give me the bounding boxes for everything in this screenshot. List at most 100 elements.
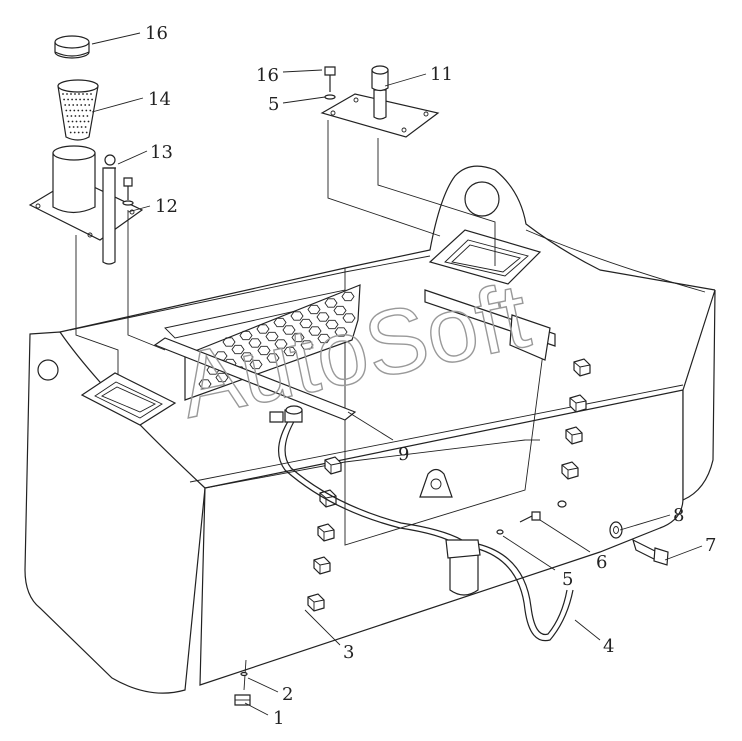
callout-13: 13 — [150, 142, 173, 163]
basket-hole — [78, 93, 80, 95]
callout-16: 16 — [256, 65, 279, 86]
basket-hole — [81, 109, 84, 112]
basket-hole — [88, 104, 91, 106]
perforation-hole — [283, 346, 297, 357]
basket-hole — [82, 115, 85, 117]
callout-9: 9 — [398, 444, 409, 465]
callout-4: 4 — [603, 636, 614, 657]
perforation-hole — [214, 351, 228, 361]
basket-hole — [83, 98, 85, 101]
hex-bolt — [569, 394, 587, 413]
basket-hole — [83, 120, 86, 123]
leader-lines — [91, 32, 703, 716]
basket-hole — [67, 98, 69, 101]
perforation-hole — [231, 344, 245, 355]
perforation-hole — [300, 340, 314, 350]
basket-hole — [67, 120, 70, 123]
basket-hole — [79, 120, 82, 123]
perforation-hole — [307, 304, 321, 315]
callout-5-top: 5 — [268, 94, 279, 115]
basket-hole — [71, 120, 74, 123]
basket-hole — [76, 104, 79, 106]
basket-hole — [80, 126, 83, 128]
perforation-hole — [215, 372, 229, 383]
basket-hole — [87, 120, 90, 123]
perforation-hole — [239, 330, 253, 341]
perforation-hole — [257, 345, 271, 356]
basket-hole — [65, 109, 68, 112]
callout-8: 8 — [673, 505, 684, 526]
basket-hole — [86, 115, 89, 117]
perforation-hole — [308, 326, 322, 336]
hex-bolt — [307, 593, 325, 612]
hex-bolt — [573, 358, 591, 377]
basket-hole — [68, 126, 71, 128]
perforation-hole — [317, 333, 331, 344]
perforation-hole — [266, 353, 280, 363]
basket-hole — [66, 93, 68, 95]
callout-7: 7 — [705, 535, 716, 556]
basket-hole — [73, 131, 76, 134]
perforation-hole — [291, 332, 305, 343]
basket-hole — [81, 131, 84, 134]
basket-hole — [72, 104, 75, 106]
perforation-hole — [341, 291, 355, 302]
callout-2: 2 — [282, 684, 293, 705]
perforation-hole — [333, 305, 347, 316]
basket-hole — [68, 104, 71, 106]
callout-11: 11 — [430, 64, 453, 85]
basket-hole — [74, 93, 76, 95]
hex-bolt — [561, 461, 579, 480]
mount-bolt — [609, 521, 669, 566]
basket-hole — [62, 93, 64, 95]
basket-hole — [87, 98, 89, 101]
perforation-hole — [222, 337, 236, 347]
bolt-row-front — [307, 456, 342, 612]
basket-hole — [71, 98, 73, 101]
perforation-hole — [249, 359, 263, 370]
hex-bolt — [565, 426, 583, 445]
basket-hole — [84, 104, 87, 106]
filler-assembly — [28, 35, 166, 375]
basket-hole — [89, 109, 92, 112]
basket-hole — [70, 93, 72, 95]
perforation-hole — [325, 319, 339, 330]
basket-hole — [85, 131, 88, 134]
perforation-hole — [248, 338, 262, 348]
top-opening-right — [428, 229, 542, 285]
basket-hole — [91, 98, 93, 101]
fuel-line — [269, 405, 574, 642]
basket-hole — [69, 109, 72, 112]
basket-hole — [78, 115, 81, 117]
callout-5-bottom: 5 — [562, 569, 573, 590]
perforation-hole — [282, 325, 296, 335]
basket-hole — [72, 126, 75, 128]
callout-3: 3 — [343, 642, 354, 663]
perforation-hole — [316, 312, 330, 322]
basket-hole — [66, 115, 69, 117]
basket-hole — [63, 98, 65, 101]
perforation-hole — [273, 317, 287, 328]
basket-hole — [90, 93, 92, 95]
perforation-hole — [240, 352, 254, 362]
top-opening-left — [80, 372, 177, 426]
basket-hole — [79, 98, 81, 101]
tank-body — [24, 165, 716, 694]
basket-hole — [75, 98, 77, 101]
basket-hole — [77, 109, 80, 112]
callout-labels: 16 14 13 12 16 5 11 9 3 2 1 5 6 4 8 7 — [145, 23, 716, 729]
perforation-hole — [256, 324, 270, 334]
basket-hole — [77, 131, 80, 134]
basket-hole — [82, 93, 84, 95]
perforation-hole — [290, 311, 304, 321]
perforation-hole — [334, 327, 348, 337]
screen-rail — [153, 337, 357, 421]
perforation-hole — [324, 298, 338, 308]
basket-hole — [76, 126, 79, 128]
basket-hole — [80, 104, 83, 106]
perforation-hole — [274, 339, 288, 349]
callout-1: 1 — [273, 708, 284, 729]
basket-hole — [69, 131, 72, 134]
perforation-hole — [198, 379, 212, 389]
